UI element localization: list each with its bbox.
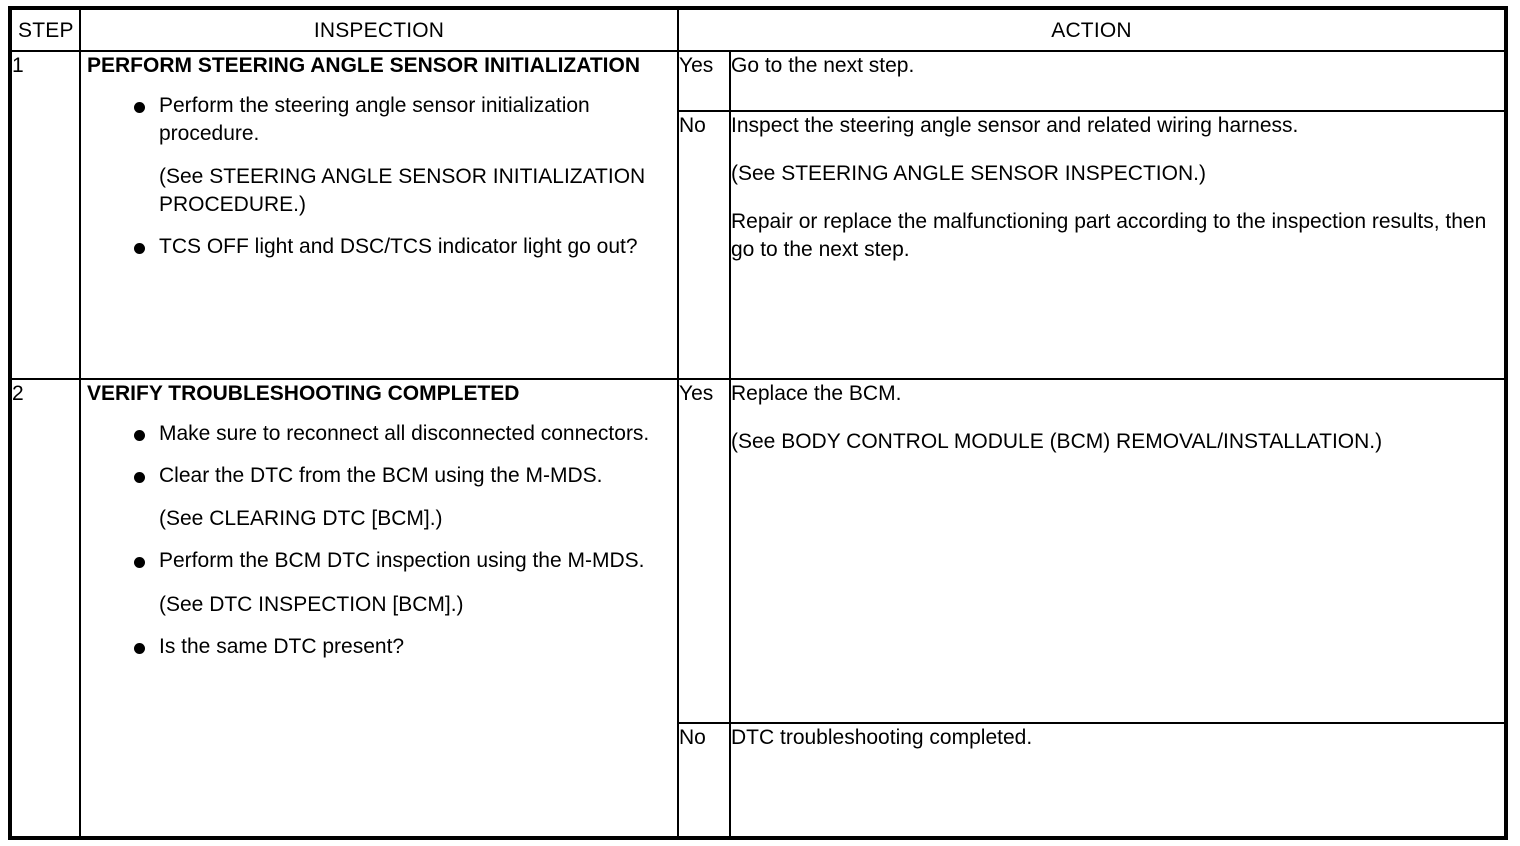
table-row-step-2-no: No DTC troubleshooting completed. bbox=[10, 722, 1508, 840]
table-header-row: STEP INSPECTION ACTION bbox=[9, 6, 1508, 53]
action-text: Replace the BCM. bbox=[731, 382, 902, 406]
list-item: (See STEERING ANGLE SENSOR INITIALIZATIO… bbox=[159, 165, 646, 217]
column-header-step-label: STEP bbox=[18, 19, 74, 42]
list-item: Make sure to reconnect all disconnected … bbox=[81, 420, 677, 448]
action-reference: (See BODY CONTROL MODULE (BCM) REMOVAL/I… bbox=[731, 430, 1383, 454]
list-item: Is the same DTC present? bbox=[81, 633, 677, 661]
inspection-cell-step-1: PERFORM STEERING ANGLE SENSOR INITIALIZA… bbox=[79, 50, 679, 381]
column-header-inspection-label: INSPECTION bbox=[313, 19, 445, 42]
table-row-step-1-yes: 1 PERFORM STEERING ANGLE SENSOR INITIALI… bbox=[9, 50, 1508, 381]
action-text: Go to the next step. bbox=[731, 54, 915, 78]
column-header-step: STEP bbox=[9, 6, 81, 53]
inspection-title-step-2: VERIFY TROUBLESHOOTING COMPLETED bbox=[87, 382, 520, 406]
action-answer-label-step-2-yes: Yes bbox=[677, 378, 731, 725]
troubleshooting-table: STEP INSPECTION ACTION 1 PERFORM STEERIN… bbox=[8, 6, 1509, 841]
action-answer-label-step-2-no: No bbox=[677, 722, 731, 840]
action-text: Inspect the steering angle sensor and re… bbox=[731, 114, 1299, 138]
action-cell-step-2-yes: Replace the BCM. (See BODY CONTROL MODUL… bbox=[728, 378, 1508, 725]
list-item: TCS OFF light and DSC/TCS indicator ligh… bbox=[81, 233, 677, 261]
inspection-cell-step-2: VERIFY TROUBLESHOOTING COMPLETED Make su… bbox=[79, 378, 679, 840]
action-cell-step-2-no: DTC troubleshooting completed. bbox=[728, 722, 1508, 840]
step-number-2: 2 bbox=[9, 378, 81, 840]
table-row-step-2-yes: 2 VERIFY TROUBLESHOOTING COMPLETED Make … bbox=[9, 378, 1508, 840]
list-item: Clear the DTC from the BCM using the M-M… bbox=[81, 462, 677, 490]
action-answer-label-step-1-no: No bbox=[677, 110, 731, 381]
list-item: (See DTC INSPECTION [BCM].) bbox=[159, 593, 464, 617]
list-item: Perform the steering angle sensor initia… bbox=[81, 92, 677, 148]
list-item: (See CLEARING DTC [BCM].) bbox=[159, 507, 443, 531]
action-text: DTC troubleshooting completed. bbox=[731, 726, 1033, 750]
column-header-action-label: ACTION bbox=[1051, 19, 1132, 42]
table-row-step-1-no: No Inspect the steering angle sensor and… bbox=[10, 110, 1508, 381]
column-header-inspection: INSPECTION bbox=[79, 6, 679, 53]
step-number-1: 1 bbox=[9, 50, 81, 381]
action-cell-step-1-no: Inspect the steering angle sensor and re… bbox=[728, 110, 1508, 381]
inspection-bullet-list-step-2: Make sure to reconnect all disconnected … bbox=[81, 420, 677, 662]
column-header-action: ACTION bbox=[676, 6, 1508, 53]
list-item: Perform the BCM DTC inspection using the… bbox=[81, 547, 677, 575]
action-reference: (See STEERING ANGLE SENSOR INSPECTION.) bbox=[731, 162, 1206, 186]
inspection-bullet-list-step-1: Perform the steering angle sensor initia… bbox=[81, 92, 677, 262]
action-cell-step-1-yes: Go to the next step. bbox=[728, 50, 1508, 113]
inspection-title-step-1: PERFORM STEERING ANGLE SENSOR INITIALIZA… bbox=[87, 54, 641, 78]
action-answer-label-step-1-yes: Yes bbox=[677, 50, 731, 113]
action-text: Repair or replace the malfunctioning par… bbox=[731, 210, 1487, 262]
